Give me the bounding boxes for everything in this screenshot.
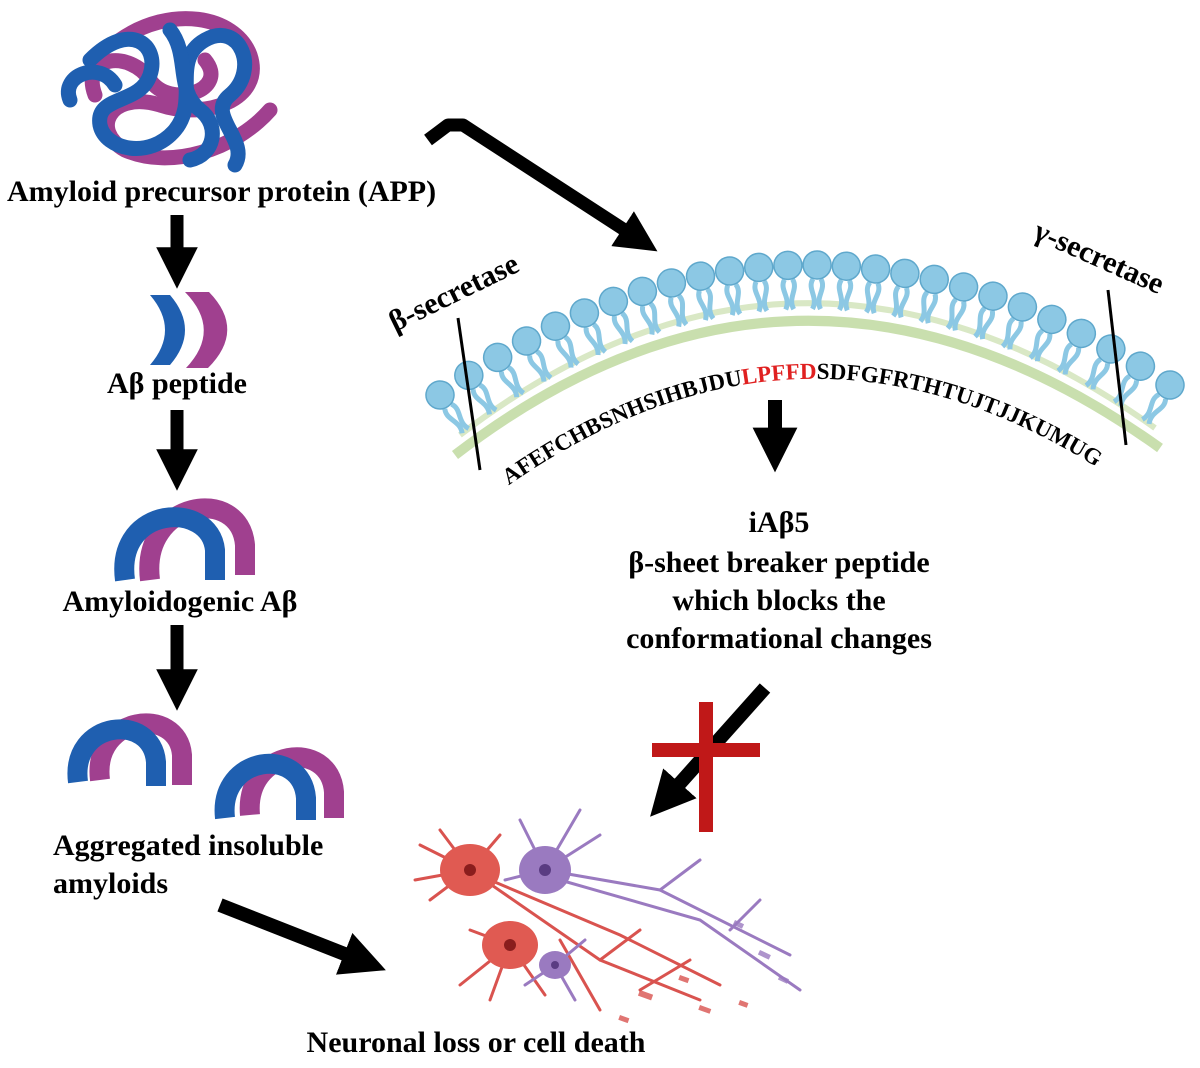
phospholipid-icon [831,251,862,312]
phospholipid-icon [656,268,689,328]
phospholipid-icon [1056,318,1097,375]
neurons-icon [413,808,802,1024]
phospholipid-icon [1028,304,1067,362]
phospholipid-icon [1140,370,1185,425]
aggregated-to-neuron-arrow [217,898,386,975]
inhibitor-desc-line3: conformational changes [626,622,932,655]
phospholipid-icon [598,286,635,345]
phospholipid-icon [918,264,949,324]
inhibitor-desc-line1: β-sheet breaker peptide [628,546,929,579]
phospholipid-icon [569,298,608,356]
neuronal-loss-label: Neuronal loss or cell death [307,1026,646,1059]
phospholipid-icon [454,360,498,416]
phospholipid-icon [1000,292,1038,350]
phospholipid-icon [714,256,745,316]
gamma-secretase-label: γ-secretase [1028,214,1169,301]
app-label: Amyloid precursor protein (APP) [7,175,436,208]
app-protein-icon [61,11,278,173]
phospholipid-icon [627,276,662,335]
sequence-after: SDFGFRTHTUJTJJKUMUG [817,359,1107,472]
app-to-membrane-arrow [424,118,658,252]
beta-secretase-label: β-secretase [384,247,524,338]
inhibitor-name: iAβ5 [749,506,810,539]
beta-secretase-cut-line [456,317,482,471]
block-cross-icon [652,702,760,832]
phospholipid-icon [860,254,891,314]
abeta-peptide-label: Aβ peptide [107,367,247,400]
phospholipid-icon [973,281,1008,340]
peptide-sequence: AFEFCHBSNHSIHBJDULPFFDSDFGFRTHTUJTJJKUMU… [497,359,1106,490]
phospholipid-icon [482,342,526,398]
amyloidogenic-abeta-icon [114,498,255,582]
sequence-highlight: LPFFD [740,359,817,390]
abeta-peptide-icon [150,292,228,368]
aggregated-amyloids-icon [67,713,344,820]
phospholipid-icon [890,258,920,319]
aggregated-label-line1: Aggregated insoluble [53,829,323,862]
phospholipid-icon [1084,334,1126,390]
amyloidogenic-label: Amyloidogenic Aβ [63,585,298,618]
phospholipid-icon [945,272,979,331]
phospholipid-icon [802,250,832,311]
phospholipid-icon [685,261,716,321]
phospholipid-icon [425,380,471,434]
inhibitor-desc-line2: which blocks the [672,584,885,617]
phospholipid-icon [1112,351,1156,407]
gamma-secretase-cut-line [1106,289,1128,446]
phospholipid-icon [743,252,774,313]
membrane-icon [425,250,1185,459]
aggregated-label-line2: amyloids [53,867,168,900]
phospholipid-icon [773,250,803,311]
phospholipid-icon [511,326,553,382]
phospholipid-icon [540,311,580,368]
